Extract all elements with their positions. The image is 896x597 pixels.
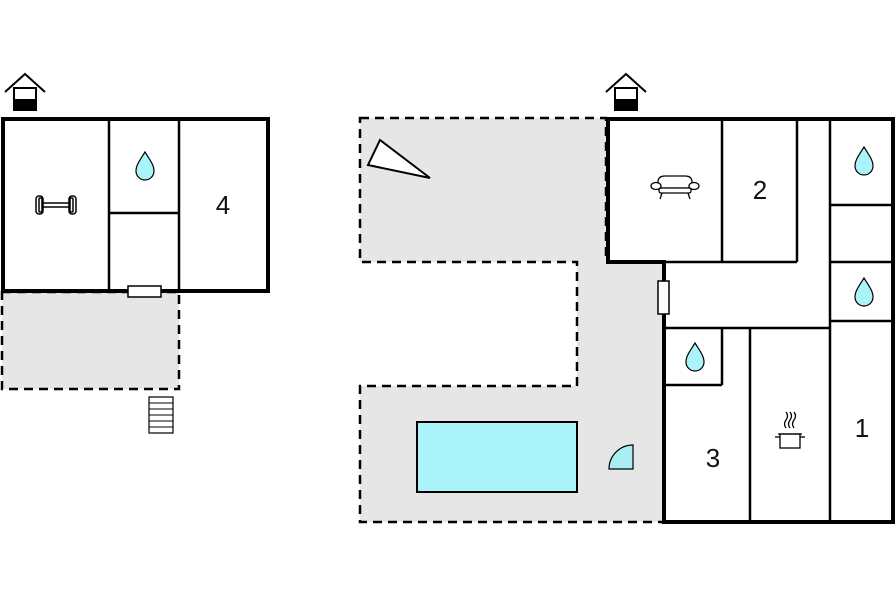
door (657, 280, 670, 315)
water-drop-icon (135, 150, 155, 181)
house-entrance-icon (605, 72, 647, 111)
water-drop-icon (854, 145, 874, 176)
room-label-4: 4 (216, 190, 230, 220)
stairs-icon (148, 396, 174, 434)
door (127, 285, 162, 298)
room-label-2: 2 (753, 175, 767, 205)
sun-sail-icon (366, 138, 431, 179)
outdoor-shower-icon (608, 444, 634, 470)
house-entrance-icon (4, 72, 46, 111)
water-drop-icon (854, 276, 874, 307)
room-label-3: 3 (706, 443, 720, 473)
sofa-icon (650, 175, 700, 200)
terrace-left (0, 290, 181, 391)
water-drop-icon (685, 341, 705, 372)
dumbbell-icon (35, 195, 77, 215)
building-right (606, 117, 895, 524)
room-label-1: 1 (855, 413, 869, 443)
swimming-pool-icon (416, 421, 578, 493)
cooking-pot-icon (775, 411, 805, 449)
